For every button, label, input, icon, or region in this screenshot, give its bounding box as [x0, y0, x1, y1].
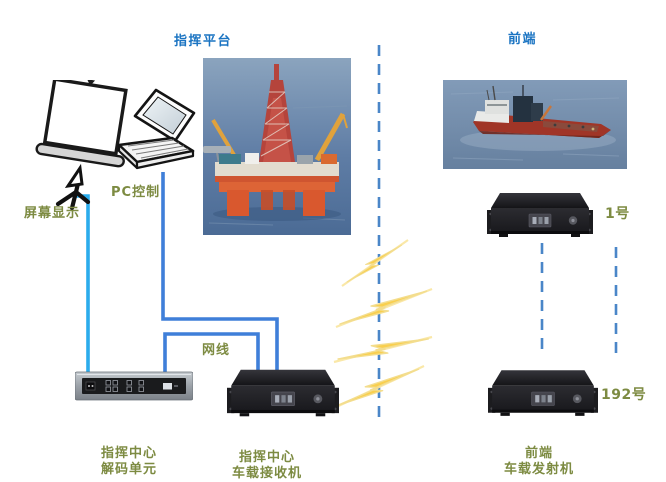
- pc-control-label: PC控制: [111, 185, 161, 200]
- transmitter-caption: 前端 车载发射机: [494, 446, 584, 478]
- receiver-device: [227, 369, 339, 417]
- transmitter-caption-line1: 前端: [524, 446, 553, 461]
- unit-1-label: 1号: [605, 206, 630, 222]
- command-platform-title: 指挥平台: [174, 34, 233, 49]
- decoder-caption: 指挥中心 解码单元: [83, 446, 175, 478]
- unit-192-label: 192号: [601, 387, 647, 403]
- transmitter-device-1: [486, 192, 594, 238]
- ship-photo: [443, 80, 627, 169]
- pc-cable-line: [161, 172, 279, 372]
- decoder-caption-line2: 解码单元: [100, 462, 157, 477]
- screen-cable-line: [76, 194, 90, 374]
- transmitter-caption-line2: 车载发射机: [503, 462, 574, 477]
- transmitter-device-192: [488, 369, 598, 417]
- projection-screen-icon: [35, 80, 128, 211]
- decoder-caption-line1: 指挥中心: [100, 446, 157, 461]
- receiver-caption-line2: 车载接收机: [231, 466, 302, 481]
- receiver-caption: 指挥中心 车载接收机: [222, 450, 312, 482]
- front-end-title: 前端: [508, 32, 538, 47]
- decoder-device: [75, 371, 193, 401]
- wireless-signal-lightning-icon: [331, 239, 433, 410]
- receiver-caption-line1: 指挥中心: [238, 450, 295, 465]
- screen-display-label: 屏幕显示: [24, 206, 81, 221]
- laptop-icon: [117, 88, 196, 170]
- oil-platform-photo: [203, 58, 351, 235]
- network-cable-label: 网线: [202, 343, 231, 358]
- network-cable-line: [163, 332, 260, 373]
